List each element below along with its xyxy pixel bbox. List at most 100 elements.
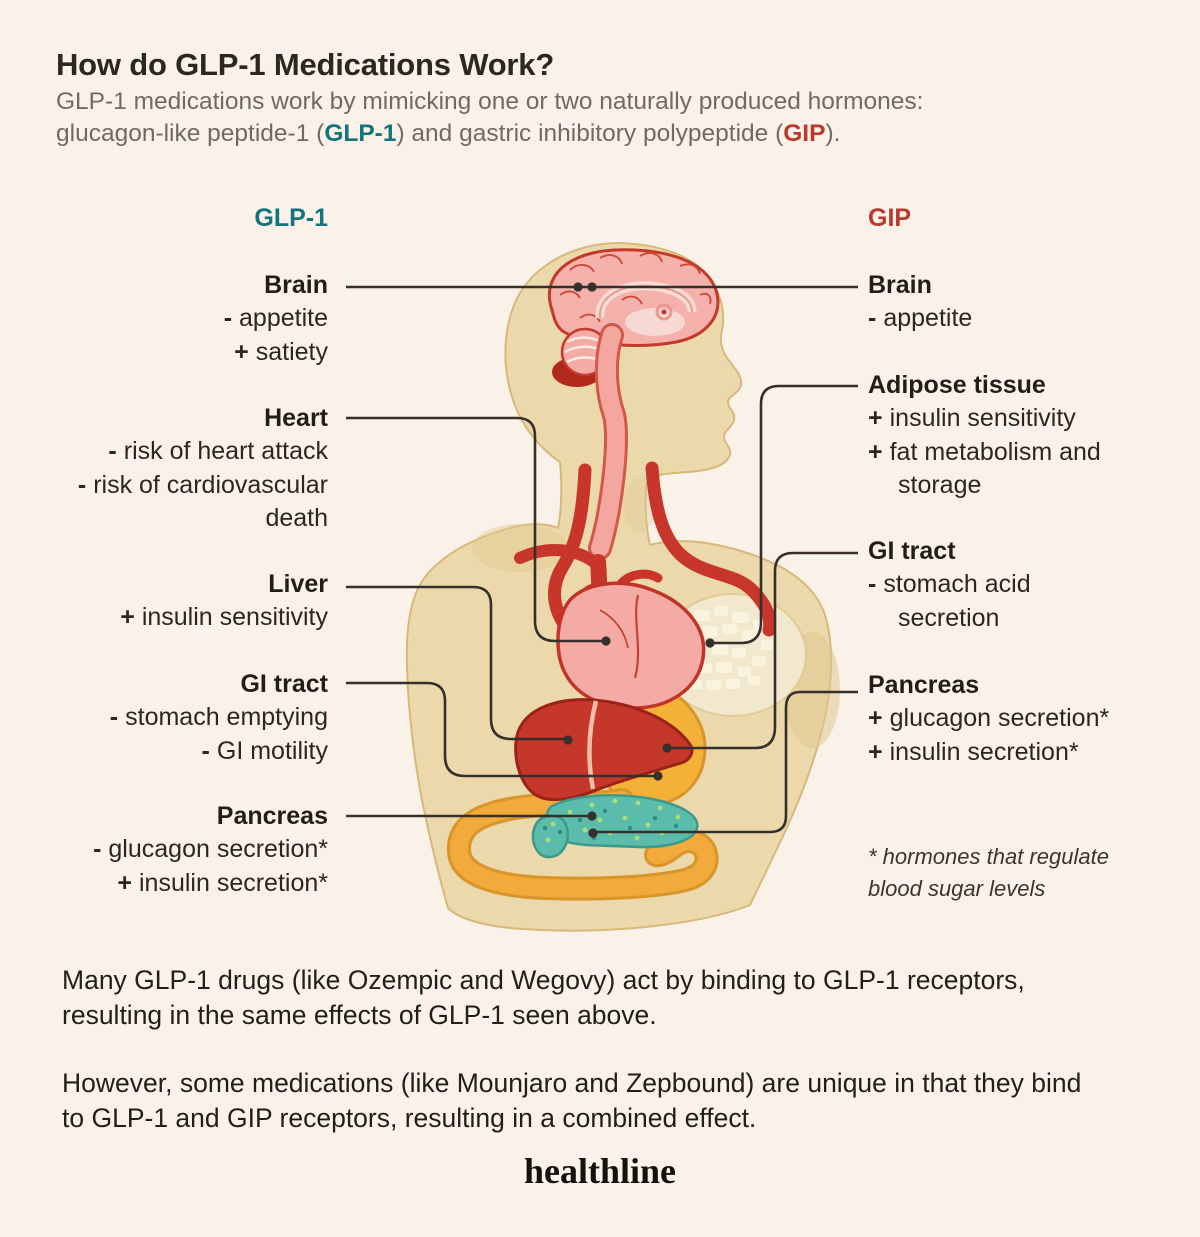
gip-adipose-label: Adipose tissue +insulin sensitivity +fat… [868,369,1130,503]
connector-adipose [713,384,858,645]
effect-sign: - [109,703,119,732]
effect-text: insulin sensitivity [889,404,1076,433]
effect-sign: - [868,304,877,333]
effect-sign: + [120,603,135,632]
organ-name: GI tract [240,670,328,698]
glp1-brain-label: Brain -appetite +satiety [40,269,328,369]
effect-text: appetite [883,304,973,333]
effect-sign: - [868,570,877,599]
healthline-logo: healthline [523,1151,676,1191]
glp1-inline-term: GLP-1 [324,120,397,147]
effect-sign: + [868,737,883,766]
footnote-line-1: * hormones that regulate [868,844,1109,869]
glp1-pancreas-label: Pancreas -glucagon secretion* +insulin s… [40,800,328,900]
gip-gi-tract-label: GI tract -stomach acid secretion [868,535,1130,635]
organ-effect: +insulin secretion* [868,736,1130,769]
subtitle: GLP-1 medications work by mimicking one … [56,86,976,150]
gip-pancreas-label: Pancreas +glucagon secretion* +insulin s… [868,669,1130,769]
effect-text: stomach acid secretion [883,570,1031,632]
effect-text: insulin secretion* [889,737,1079,766]
organ-effect: -risk of cardiovascular death [40,469,328,536]
effect-sign: - [77,470,87,499]
effect-text: glucagon secretion* [889,704,1110,733]
effect-sign: + [868,704,883,733]
organ-effect: -GI motility [40,735,328,768]
organ-name: Brain [868,271,932,299]
organ-name: Adipose tissue [868,371,1046,399]
effect-sign: + [117,868,132,897]
brain-illustration [547,248,720,560]
organ-effect: -appetite [40,302,328,335]
organ-effect: +insulin sensitivity [868,402,1130,435]
paragraph-glp1-drugs: Many GLP-1 drugs (like Ozempic and Wegov… [62,963,1172,1033]
effect-text: stomach emptying [125,703,328,732]
gip-brain-label: Brain -appetite [868,269,1130,336]
effect-text: GI motility [216,736,328,765]
organ-name: Pancreas [868,671,980,699]
organ-name: GI tract [868,537,956,565]
glp1-heart-label: Heart -risk of heart attack -risk of car… [40,402,328,536]
connector-dots [563,282,715,838]
connector-heart [346,416,603,643]
effect-text: satiety [255,337,328,366]
connector-gi-left [346,681,655,778]
subtitle-line-2: glucagon-like peptide-1 (GLP-1) and gast… [56,118,976,150]
glp1-gi-tract-label: GI tract -stomach emptying -GI motility [40,668,328,768]
effect-text: risk of heart attack [123,437,328,466]
effect-text: insulin secretion* [139,868,328,897]
organ-effect: +satiety [40,336,328,369]
organ-effect: -risk of heart attack [40,435,328,468]
connector-liver [346,585,565,741]
footnote: * hormones that regulate blood sugar lev… [868,841,1134,905]
heart-illustration [556,569,706,710]
paragraph-line: resulting in the same effects of GLP-1 s… [62,1000,657,1030]
explanatory-text: Many GLP-1 drugs (like Ozempic and Wegov… [62,963,1172,1136]
glp1-liver-label: Liver +insulin sensitivity [40,568,328,635]
paragraph-line: Many GLP-1 drugs (like Ozempic and Wegov… [62,965,1025,995]
subtitle-post: ). [825,120,841,147]
glp1-column-header: GLP-1 [254,204,328,232]
paragraph-dual-agonists: However, some medications (like Mounjaro… [62,1066,1172,1136]
subtitle-pre: glucagon-like peptide-1 ( [56,120,325,147]
effect-text: risk of cardiovascular death [93,470,328,533]
effect-sign: - [93,835,102,864]
organ-effect: -stomach emptying [40,701,328,734]
organ-name: Brain [264,271,328,299]
paragraph-line: to GLP-1 and GIP receptors, resulting in… [62,1103,757,1133]
effect-text: insulin sensitivity [141,603,328,632]
organ-effect: +fat metabolism and storage [868,436,1130,503]
subtitle-line-1: GLP-1 medications work by mimicking one … [56,88,924,115]
liver-illustration [514,698,694,802]
effect-sign: - [223,304,233,333]
connector-pancreas-right [596,690,858,834]
intestine-illustration [447,788,719,901]
effect-sign: + [868,437,883,466]
connector-gi-right [670,551,858,750]
organ-name: Pancreas [216,802,328,830]
effect-text: fat metabolism and storage [889,437,1101,500]
gip-column-header: GIP [868,204,912,232]
organ-effect: +glucagon secretion* [868,702,1130,735]
effect-sign: - [201,736,210,765]
page-title: How do GLP-1 Medications Work? [56,47,555,82]
effect-sign: + [868,404,883,433]
shoulder-shadow [472,524,568,572]
effect-sign: - [108,437,117,466]
subtitle-mid: ) and gastric inhibitory polypeptide ( [396,120,784,147]
organ-effect: +insulin secretion* [40,867,328,900]
pancreas-illustration [531,793,699,859]
organ-effect: -glucagon secretion* [40,833,328,866]
organ-effect: -stomach acid secretion [868,568,1130,635]
effect-sign: + [234,337,249,366]
arteries-illustration [514,461,777,646]
organ-effect: +insulin sensitivity [40,601,328,634]
effect-text: glucagon secretion* [108,835,328,864]
organ-effect: -appetite [868,302,1130,335]
connector-lines [346,285,858,834]
organ-name: Heart [264,404,328,432]
organ-name: Liver [268,570,328,598]
effect-text: appetite [239,304,328,333]
paragraph-line: However, some medications (like Mounjaro… [62,1068,1082,1098]
footnote-line-2: blood sugar levels [868,876,1046,901]
